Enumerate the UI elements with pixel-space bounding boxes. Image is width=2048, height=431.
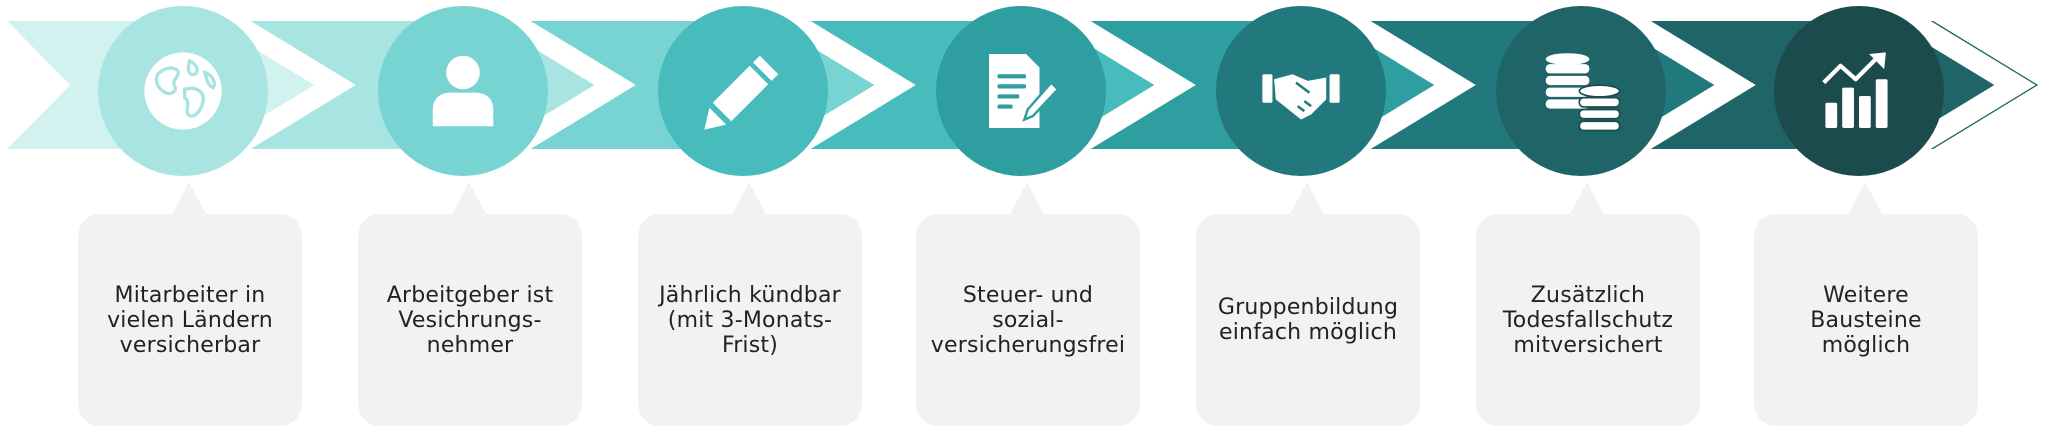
step-1: Mitarbeiter in vielen Ländern versicherb…: [78, 0, 302, 431]
handshake-icon: [1262, 74, 1340, 120]
step-5: Gruppenbildung einfach möglich: [1196, 0, 1420, 431]
chevron-8: [1909, 15, 2048, 155]
step-7-callout: Weitere Bausteine möglich: [1754, 182, 1978, 427]
globe-icon: [144, 52, 222, 130]
person-icon: [432, 55, 494, 127]
step-3-callout: Jährlich kündbar (mit 3-Monats- Frist): [638, 182, 862, 427]
growth-chart-icon: [1822, 52, 1888, 128]
step-1-callout: Mitarbeiter in vielen Ländern versicherb…: [78, 182, 302, 427]
step-2-callout: Arbeitgeber ist Vesichrungs- nehmer: [358, 182, 582, 427]
step-1-circle: [98, 6, 268, 176]
step-6-circle: [1496, 6, 1666, 176]
step-2: Arbeitgeber ist Vesichrungs- nehmer: [358, 0, 582, 431]
step-2-label: Arbeitgeber ist Vesichrungs- nehmer: [386, 282, 554, 358]
step-5-label: Gruppenbildung einfach möglich: [1217, 295, 1399, 345]
step-2-circle: [378, 6, 548, 176]
step-7-label: Weitere Bausteine möglich: [1810, 282, 1922, 358]
step-4-label: Steuer- und sozial- versicherungsfrei: [930, 282, 1126, 358]
document-sign-icon: [989, 54, 1060, 128]
step-4-circle: [936, 6, 1106, 176]
step-5-callout: Gruppenbildung einfach möglich: [1196, 182, 1420, 427]
step-4: Steuer- und sozial- versicherungsfrei: [916, 0, 1140, 431]
step-6-label: Zusätzlich Todesfallschutz mitversichert: [1502, 282, 1674, 358]
step-1-label: Mitarbeiter in vielen Ländern versicherb…: [107, 282, 273, 358]
step-6-callout: Zusätzlich Todesfallschutz mitversichert: [1476, 182, 1700, 427]
step-3-label: Jährlich kündbar (mit 3-Monats- Frist): [659, 282, 841, 358]
step-5-circle: [1216, 6, 1386, 176]
pencil-icon: [704, 55, 779, 130]
step-3-circle: [658, 6, 828, 176]
step-7-circle: [1774, 6, 1944, 176]
step-3: Jährlich kündbar (mit 3-Monats- Frist): [638, 0, 862, 431]
step-6: Zusätzlich Todesfallschutz mitversichert: [1476, 0, 1700, 431]
coins-icon: [1545, 53, 1621, 132]
step-7: Weitere Bausteine möglich: [1754, 0, 1978, 431]
step-4-callout: Steuer- und sozial- versicherungsfrei: [916, 182, 1140, 427]
